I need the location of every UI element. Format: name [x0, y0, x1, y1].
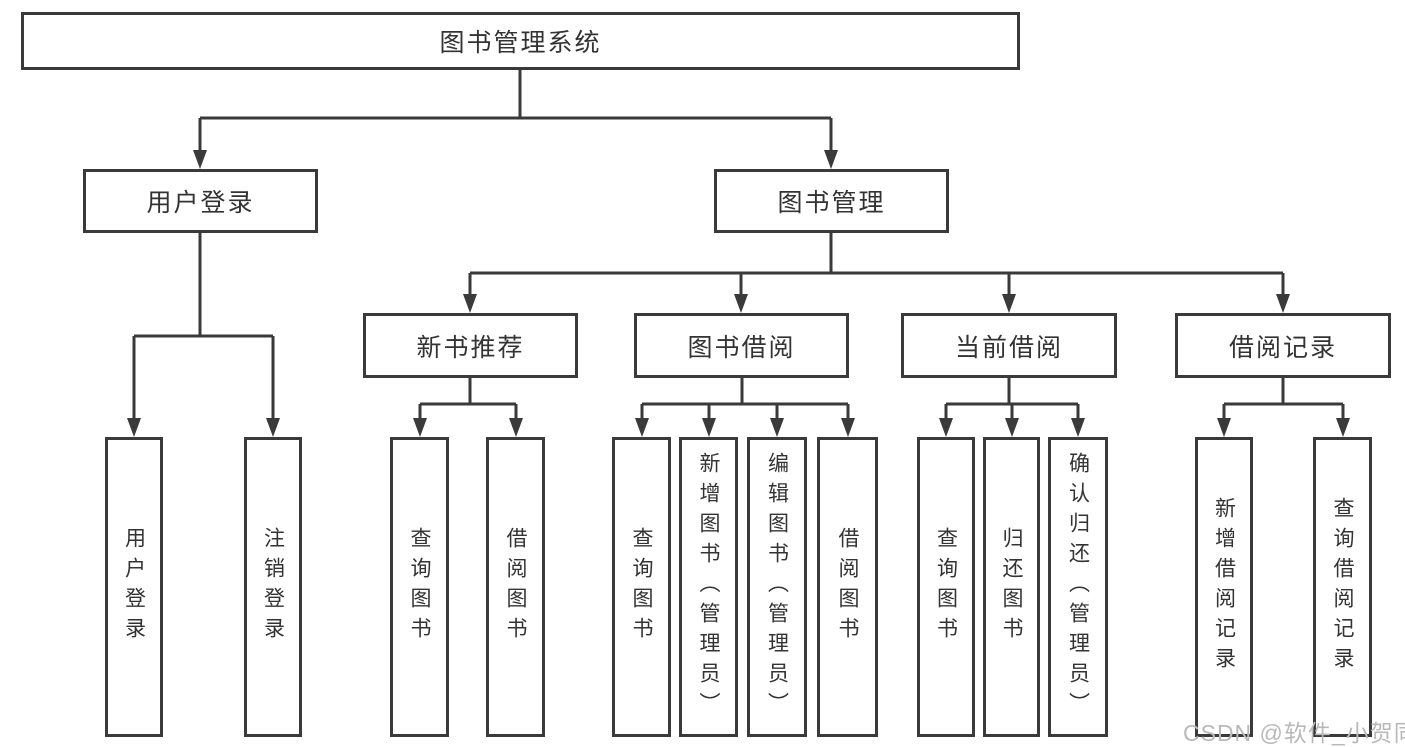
- connector-book-mgmt-to-level3: [468, 233, 1285, 296]
- leaf-edit-books-admin-label: 编辑图书（管理员）: [765, 452, 789, 722]
- leaf-borrow-books-2: 借阅图书: [817, 437, 878, 737]
- leaf-logout-label: 注销登录: [261, 527, 285, 647]
- connector-user-login-children: [132, 233, 275, 420]
- leaf-query-books-3-label: 查询图书: [934, 527, 958, 647]
- connector-new-books-children: [418, 378, 518, 420]
- leaf-query-books-1-label: 查询图书: [408, 527, 431, 647]
- leaf-query-borrow-record: 查询借阅记录: [1313, 437, 1372, 737]
- leaf-add-books-admin: 新增图书（管理员）: [679, 437, 738, 737]
- connector-current-borrow-children: [944, 378, 1080, 420]
- node-book-management: 图书管理: [714, 169, 949, 233]
- leaf-user-login: 用户登录: [105, 437, 163, 737]
- leaf-borrow-books-1-label: 借阅图书: [504, 527, 527, 647]
- node-user-login: 用户登录: [83, 169, 318, 233]
- leaf-borrow-books-1: 借阅图书: [486, 437, 545, 737]
- leaf-query-books-2-label: 查询图书: [630, 527, 653, 647]
- leaf-query-borrow-record-label: 查询借阅记录: [1331, 497, 1354, 677]
- node-borrow-records-label: 借阅记录: [1228, 333, 1337, 362]
- node-borrow-records: 借阅记录: [1175, 313, 1391, 378]
- leaf-query-books-1: 查询图书: [390, 437, 449, 737]
- leaf-return-books-label: 归还图书: [1000, 527, 1023, 647]
- node-book-borrowing: 图书借阅: [634, 313, 849, 378]
- leaf-query-books-3: 查询图书: [917, 437, 975, 737]
- node-current-borrowing-label: 当前借阅: [954, 333, 1063, 362]
- leaf-add-borrow-record-label: 新增借阅记录: [1212, 497, 1236, 677]
- node-user-login-label: 用户登录: [146, 189, 255, 217]
- csdn-watermark: CSDN @软件_小贺同学: [1183, 720, 1405, 746]
- node-current-borrowing: 当前借阅: [901, 313, 1117, 378]
- leaf-borrow-books-2-label: 借阅图书: [836, 527, 859, 647]
- leaf-query-books-2: 查询图书: [612, 437, 671, 737]
- leaf-user-login-label: 用户登录: [122, 527, 146, 647]
- connector-root-to-level2: [198, 70, 833, 152]
- node-root: 图书管理系统: [21, 12, 1020, 70]
- arrowheads: [127, 150, 1350, 437]
- leaf-confirm-return-admin-label: 确认归还（管理员）: [1066, 452, 1090, 722]
- leaf-confirm-return-admin: 确认归还（管理员）: [1048, 437, 1108, 737]
- leaf-add-books-admin-label: 新增图书（管理员）: [697, 452, 720, 722]
- leaf-add-borrow-record: 新增借阅记录: [1195, 437, 1253, 737]
- node-root-label: 图书管理系统: [439, 29, 602, 57]
- leaf-edit-books-admin: 编辑图书（管理员）: [747, 437, 807, 737]
- leaf-logout: 注销登录: [244, 437, 302, 737]
- connector-borrow-records-children: [1222, 378, 1345, 420]
- connector-book-borrow-children: [640, 378, 850, 420]
- node-new-book-recommend-label: 新书推荐: [416, 333, 525, 362]
- node-book-borrowing-label: 图书借阅: [687, 333, 796, 362]
- node-new-book-recommend: 新书推荐: [363, 313, 578, 378]
- node-book-management-label: 图书管理: [777, 189, 886, 217]
- leaf-return-books: 归还图书: [983, 437, 1040, 737]
